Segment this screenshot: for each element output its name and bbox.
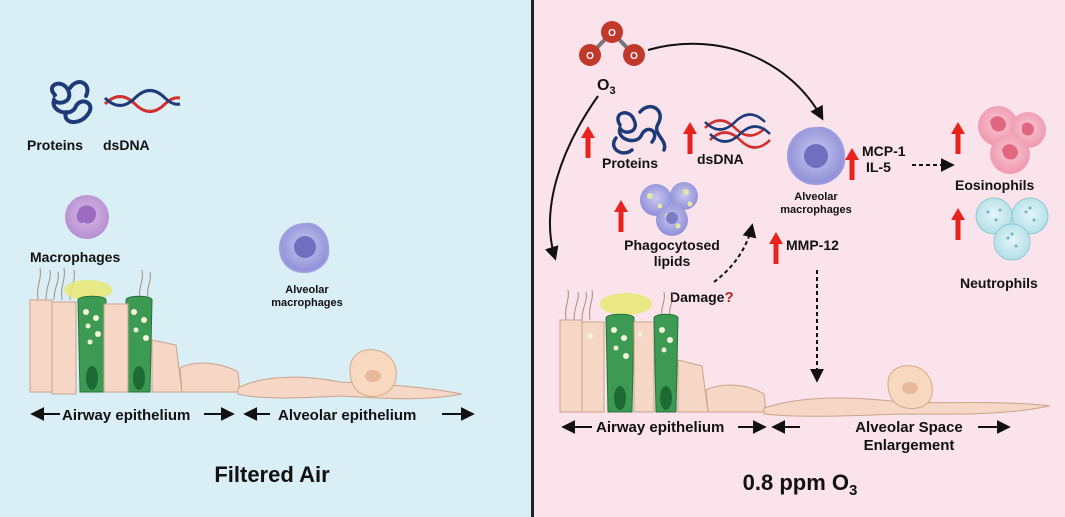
phagocytosed-lipids-label-line2: lipids [654, 253, 691, 269]
mcp1-label: MCP-1 [862, 143, 906, 159]
panel-divider [531, 0, 534, 517]
ozone-to-epithelium-arrow [544, 95, 599, 261]
airway-epithelium-label-left: Airway epithelium [62, 407, 190, 424]
airway-epithelium-illustration [29, 267, 463, 400]
macrophage-icon [65, 195, 109, 239]
dsdna-label-right: dsDNA [697, 151, 744, 167]
ozone-atom-label-1: O [586, 51, 594, 62]
alveolar-macrophages-label-right-line1: Alveolar [794, 191, 838, 203]
left-condition-title: Filtered Air [214, 462, 330, 487]
left-panel-background [0, 0, 532, 517]
ozone-to-macrophage-arrow [647, 42, 824, 121]
alveolar-macrophages-label-line2: macrophages [271, 297, 343, 309]
protein-icon [49, 80, 93, 124]
airway-epithelium-label-right: Airway epithelium [596, 419, 724, 436]
dsdna-cluster-icon [704, 113, 771, 149]
alveolar-macrophages-label-right-line2: macrophages [780, 204, 852, 216]
il5-label: IL-5 [866, 159, 891, 175]
right-condition-title: 0.8 ppm O3 [743, 470, 858, 499]
eosinophils-icon [978, 106, 1046, 174]
mmp12-label: MMP-12 [786, 237, 839, 253]
damage-label: Damage? [670, 289, 734, 306]
right-panel-background [533, 0, 1065, 517]
dsdna-label: dsDNA [103, 137, 150, 153]
ozone-formula: O3 [597, 77, 616, 97]
phagocytosed-lipids-label-line1: Phagocytosed [624, 237, 720, 253]
alveolar-epithelium-label: Alveolar epithelium [278, 407, 416, 424]
ozone-molecule-icon [579, 21, 645, 66]
alveolar-macrophage-icon [278, 222, 330, 274]
macrophages-label: Macrophages [30, 249, 120, 265]
lipid-laden-macrophage-icon [640, 182, 698, 236]
alveolar-macrophage-icon-right [786, 126, 846, 186]
proteins-label: Proteins [27, 137, 83, 153]
alveolar-macrophages-label-line1: Alveolar [285, 284, 329, 296]
dsdna-icon [103, 89, 181, 113]
neutrophils-icon [975, 197, 1049, 261]
ozone-atom-label-3: O [630, 51, 638, 62]
alveolar-space-label-line1: Alveolar Space [855, 419, 963, 436]
airway-epithelium-illustration-right [559, 289, 1051, 417]
alveolar-space-label-line2: Enlargement [864, 437, 955, 454]
proteins-label-right: Proteins [602, 155, 658, 171]
eosinophils-label: Eosinophils [955, 177, 1035, 193]
protein-cluster-icon [611, 105, 667, 155]
ozone-atom-label-2: O [608, 28, 616, 39]
neutrophils-label: Neutrophils [960, 275, 1038, 291]
